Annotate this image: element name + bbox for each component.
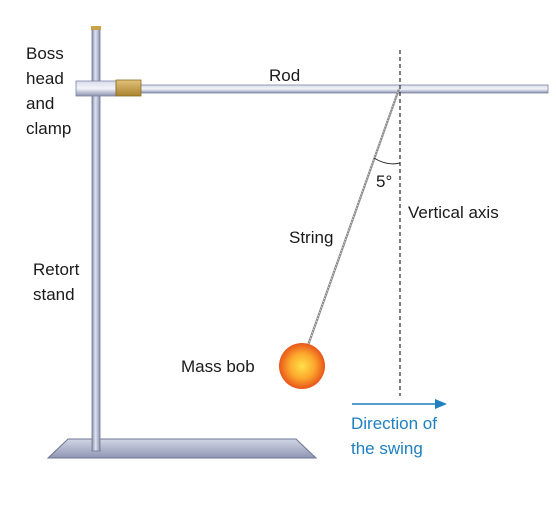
- string-label: String: [289, 228, 334, 247]
- stand-base: [46, 438, 318, 459]
- mass-bob-label: Mass bob: [181, 357, 255, 376]
- pendulum-string: [304, 88, 401, 352]
- retort-stand-label: Retort stand: [33, 260, 80, 304]
- pole-cap: [91, 26, 101, 30]
- angle-arc: [373, 157, 401, 165]
- mass-bob: [279, 343, 325, 389]
- angle-label: 5°: [376, 172, 393, 191]
- direction-arrow-head: [435, 399, 447, 409]
- boss-head-clamp-label: Boss head and clamp: [26, 44, 72, 138]
- pendulum-string-texture: [305, 88, 400, 352]
- direction-of-swing-label: Direction of the swing: [351, 414, 437, 458]
- horizontal-rod: [139, 84, 549, 94]
- rod-label: Rod: [269, 66, 301, 85]
- vertical-axis-label: Vertical axis: [408, 203, 499, 222]
- clamp-jaw: [115, 79, 142, 97]
- boss-head-clamp: [75, 80, 117, 97]
